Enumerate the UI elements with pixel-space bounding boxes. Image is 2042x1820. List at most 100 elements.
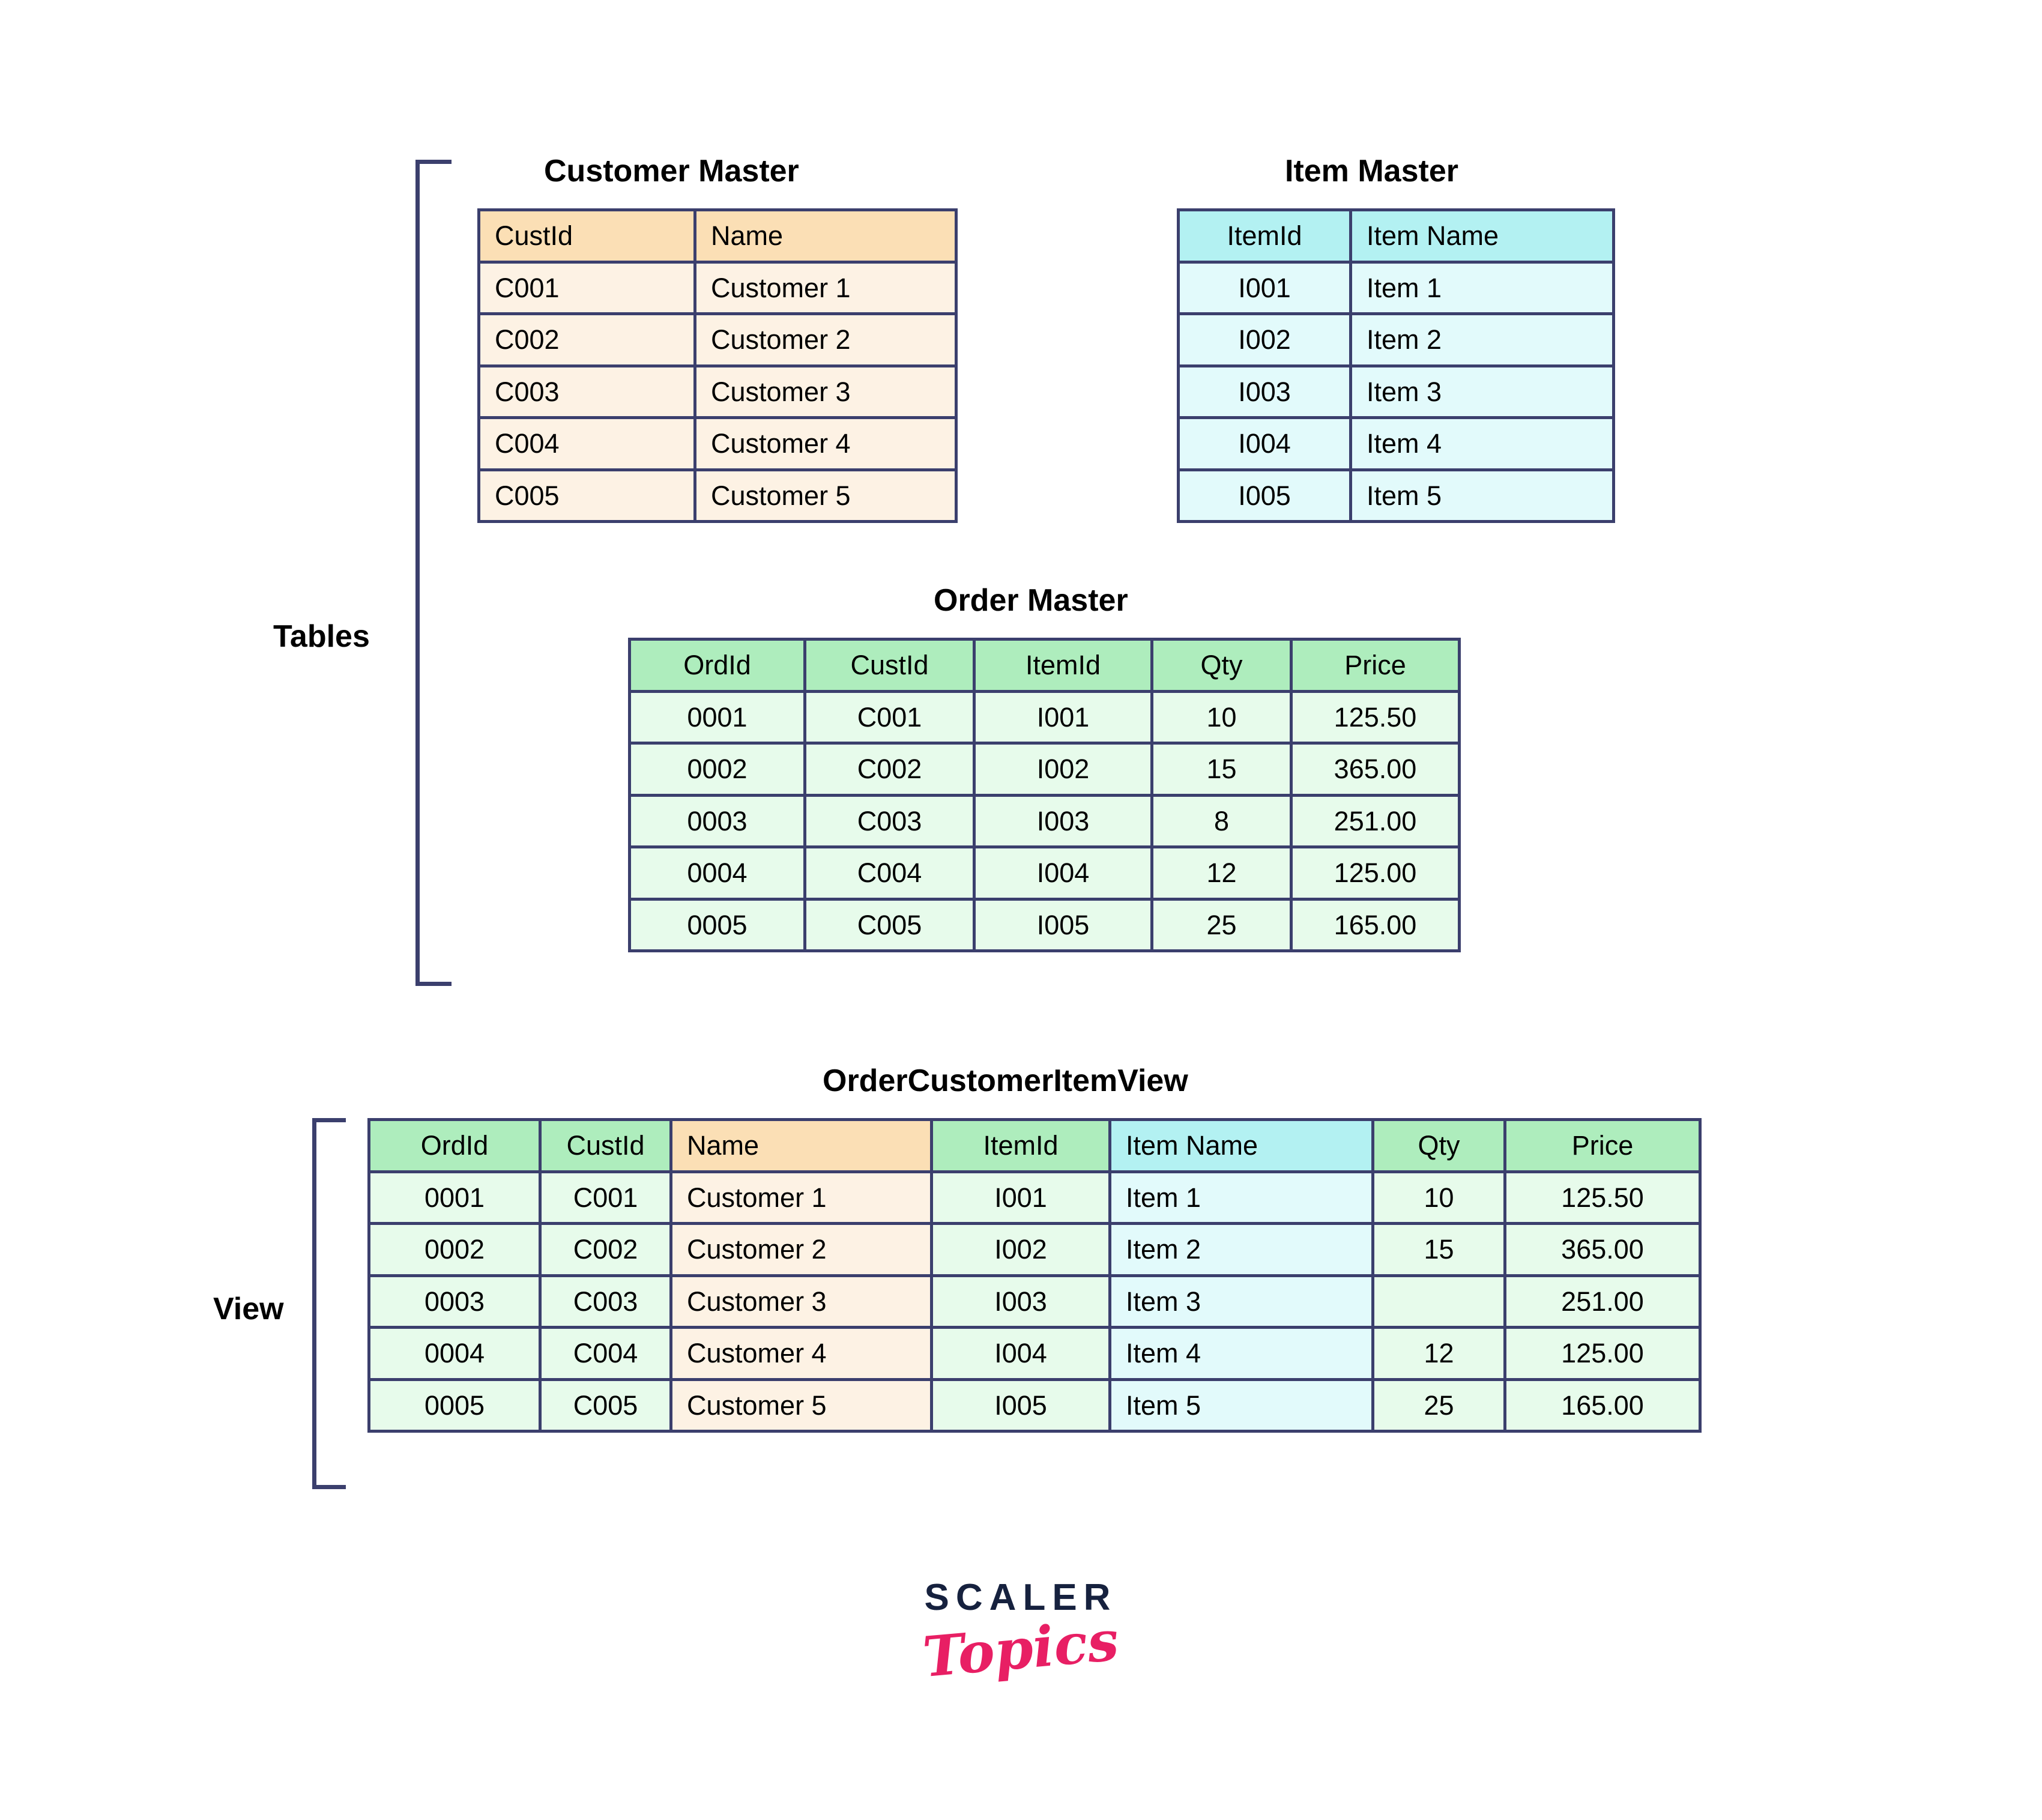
cell-ordid: 0005 <box>628 900 806 952</box>
cell-item-name: Item 5 <box>1111 1380 1374 1433</box>
cell-price: 125.50 <box>1293 692 1461 745</box>
order-customer-item-view-table: OrdId CustId Name ItemId Item Name Qty P… <box>367 1118 1702 1433</box>
cell-custid: C003 <box>806 796 976 848</box>
cell-price: 365.00 <box>1506 1225 1702 1277</box>
customer-master-title: Customer Master <box>544 154 799 189</box>
table-row: 0002 C002 Customer 2 I002 Item 2 15 365.… <box>367 1225 1702 1277</box>
cell-itemid: I002 <box>976 745 1153 797</box>
cell-ordid: 0002 <box>628 745 806 797</box>
cell-qty: 12 <box>1153 848 1293 901</box>
cell-price: 125.50 <box>1506 1173 1702 1225</box>
cell-custid: C004 <box>806 848 976 901</box>
cell-custid: C002 <box>477 315 696 367</box>
cell-name: Customer 5 <box>696 471 958 523</box>
cell-itemid: I001 <box>976 692 1153 745</box>
cell-item-name: Item 2 <box>1352 315 1615 367</box>
cell-itemid: I003 <box>976 796 1153 848</box>
cell-custid: C001 <box>542 1173 672 1225</box>
order-customer-item-view-title: OrderCustomerItemView <box>823 1063 1188 1098</box>
cell-ordid: 0002 <box>367 1225 542 1277</box>
cell-item-name: Item 4 <box>1352 419 1615 471</box>
cell-ordid: 0004 <box>628 848 806 901</box>
cell-itemid: I004 <box>1177 419 1352 471</box>
table-row: I004 Item 4 <box>1177 419 1615 471</box>
table-header-row: OrdId CustId Name ItemId Item Name Qty P… <box>367 1118 1702 1173</box>
table-row: I002 Item 2 <box>1177 315 1615 367</box>
col-header-qty: Qty <box>1153 638 1293 693</box>
table-row: C001 Customer 1 <box>477 263 958 315</box>
cell-name: Customer 1 <box>696 263 958 315</box>
col-header-ordid: OrdId <box>628 638 806 693</box>
col-header-item-name: Item Name <box>1111 1118 1374 1173</box>
table-row: C005 Customer 5 <box>477 471 958 523</box>
cell-qty: 8 <box>1153 796 1293 848</box>
cell-custid: C002 <box>542 1225 672 1277</box>
cell-ordid: 0003 <box>367 1277 542 1329</box>
cell-name: Customer 4 <box>696 419 958 471</box>
cell-item-name: Item 1 <box>1352 263 1615 315</box>
cell-ordid: 0005 <box>367 1380 542 1433</box>
cell-item-name: Item 4 <box>1111 1329 1374 1381</box>
order-master-title: Order Master <box>934 583 1128 618</box>
table-row: C003 Customer 3 <box>477 367 958 419</box>
table-row: 0003 C003 Customer 3 I003 Item 3 251.00 <box>367 1277 1702 1329</box>
col-header-name: Name <box>696 208 958 264</box>
cell-price: 125.00 <box>1506 1329 1702 1381</box>
cell-custid: C003 <box>542 1277 672 1329</box>
cell-itemid: I001 <box>933 1173 1111 1225</box>
customer-master-table: CustId Name C001 Customer 1 C002 Custome… <box>477 208 958 523</box>
order-master-table: OrdId CustId ItemId Qty Price 0001 C001 … <box>628 638 1461 952</box>
table-row: I005 Item 5 <box>1177 471 1615 523</box>
col-header-price: Price <box>1293 638 1461 693</box>
logo-sub-text: Topics <box>920 1607 1122 1690</box>
cell-price: 125.00 <box>1293 848 1461 901</box>
cell-custid: C004 <box>542 1329 672 1381</box>
tables-bracket <box>415 160 452 986</box>
col-header-price: Price <box>1506 1118 1702 1173</box>
col-header-itemid: ItemId <box>1177 208 1352 264</box>
cell-ordid: 0001 <box>628 692 806 745</box>
table-row: 0005 C005 Customer 5 I005 Item 5 25 165.… <box>367 1380 1702 1433</box>
cell-itemid: I004 <box>976 848 1153 901</box>
col-header-itemid: ItemId <box>976 638 1153 693</box>
cell-price: 251.00 <box>1293 796 1461 848</box>
cell-name: Customer 2 <box>672 1225 933 1277</box>
cell-qty: 10 <box>1374 1173 1506 1225</box>
cell-itemid: I001 <box>1177 263 1352 315</box>
table-row: C002 Customer 2 <box>477 315 958 367</box>
cell-qty: 10 <box>1153 692 1293 745</box>
cell-itemid: I002 <box>1177 315 1352 367</box>
cell-custid: C003 <box>477 367 696 419</box>
col-header-custid: CustId <box>806 638 976 693</box>
col-header-custid: CustId <box>477 208 696 264</box>
cell-name: Customer 5 <box>672 1380 933 1433</box>
cell-itemid: I005 <box>976 900 1153 952</box>
cell-qty <box>1374 1277 1506 1329</box>
cell-itemid: I003 <box>933 1277 1111 1329</box>
tables-label: Tables <box>273 619 370 654</box>
cell-price: 165.00 <box>1506 1380 1702 1433</box>
table-row: 0001 C001 Customer 1 I001 Item 1 10 125.… <box>367 1173 1702 1225</box>
cell-itemid: I002 <box>933 1225 1111 1277</box>
cell-item-name: Item 3 <box>1111 1277 1374 1329</box>
item-master-table: ItemId Item Name I001 Item 1 I002 Item 2… <box>1177 208 1615 523</box>
cell-ordid: 0003 <box>628 796 806 848</box>
col-header-qty: Qty <box>1374 1118 1506 1173</box>
cell-item-name: Item 1 <box>1111 1173 1374 1225</box>
cell-qty: 25 <box>1153 900 1293 952</box>
scaler-topics-logo: SCALER Topics <box>889 1577 1153 1690</box>
cell-price: 251.00 <box>1506 1277 1702 1329</box>
view-bracket <box>312 1118 346 1489</box>
cell-name: Customer 2 <box>696 315 958 367</box>
cell-custid: C005 <box>542 1380 672 1433</box>
logo-brand-text: SCALER <box>924 1577 1117 1618</box>
table-row: 0004 C004 Customer 4 I004 Item 4 12 125.… <box>367 1329 1702 1381</box>
cell-price: 365.00 <box>1293 745 1461 797</box>
col-header-item-name: Item Name <box>1352 208 1615 264</box>
table-row: 0005 C005 I005 25 165.00 <box>628 900 1461 952</box>
table-row: I001 Item 1 <box>1177 263 1615 315</box>
cell-itemid: I005 <box>933 1380 1111 1433</box>
cell-itemid: I004 <box>933 1329 1111 1381</box>
cell-qty: 15 <box>1153 745 1293 797</box>
item-master-title: Item Master <box>1285 154 1458 189</box>
